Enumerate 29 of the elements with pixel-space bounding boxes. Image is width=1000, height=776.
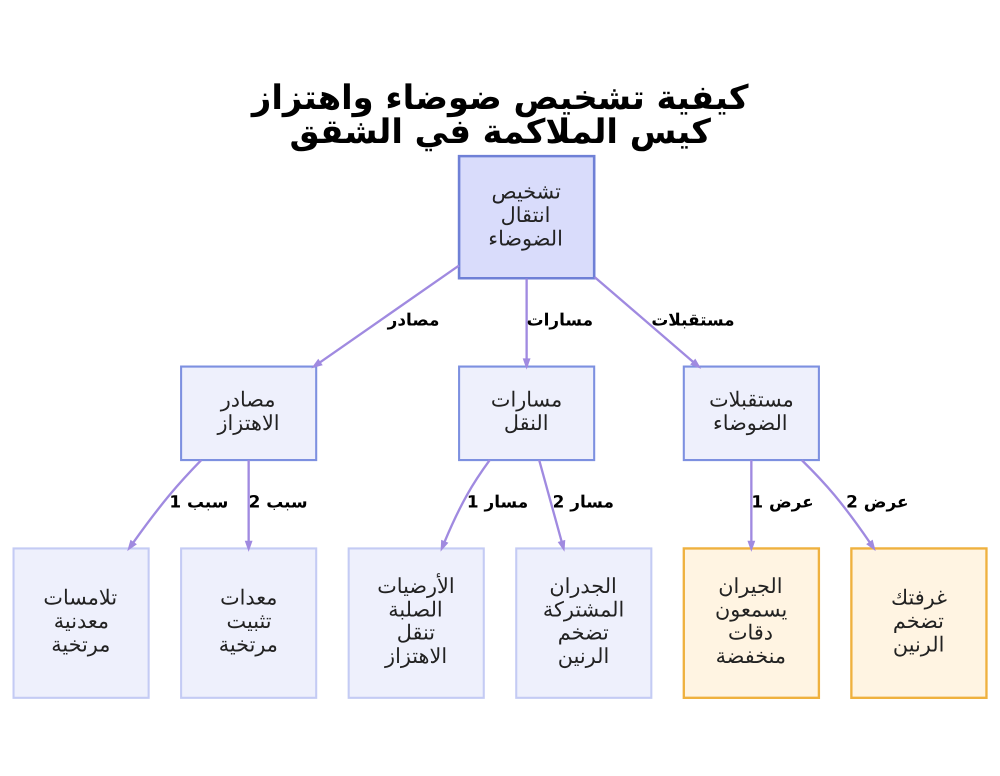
arrow <box>594 276 702 369</box>
arrow <box>747 460 756 552</box>
edge-label: مسارات <box>526 310 594 330</box>
edge-label: سبب 1 <box>169 491 228 512</box>
arrow <box>440 459 491 552</box>
arrow <box>801 459 876 552</box>
edge-label: مستقبلات <box>651 310 735 330</box>
node-box: مصادر الاهتزاز <box>180 366 318 462</box>
node-box: الأرضيات الصلبة تنقل الاهتزاز <box>348 547 485 699</box>
edge-label: سبب 2 <box>248 491 308 512</box>
edge-label: مصادر <box>388 310 440 330</box>
edge-label: عرض 2 <box>846 491 909 512</box>
node-box: مستقبلات الضوضاء <box>682 366 820 462</box>
diagram-title: كيفية تشخيص ضوضاء واهتزاز كيس الملاكمة في الشقق <box>252 78 749 151</box>
arrow <box>127 459 202 552</box>
arrow <box>522 278 531 370</box>
node-box: معدات تثبيت مرتخية <box>180 547 318 699</box>
edge-label: مسار 2 <box>552 491 614 512</box>
arrow <box>538 460 566 552</box>
node-box: الجيران يسمعون دقات منخفضة <box>682 547 820 699</box>
arrow <box>311 264 460 368</box>
node-box: مسارات النقل <box>458 366 596 462</box>
node-box: غرفتك تضخم الرنين <box>850 547 988 699</box>
node-box: تشخيص انتقال الضوضاء <box>458 154 596 280</box>
node-box: الجدران المشتركة تضخم الرنين <box>515 547 652 699</box>
node-box: تلامسات معدنية مرتخية <box>12 547 150 699</box>
edge-label: مسار 1 <box>466 491 528 512</box>
arrow <box>244 460 253 552</box>
edge-label: عرض 1 <box>751 491 814 512</box>
